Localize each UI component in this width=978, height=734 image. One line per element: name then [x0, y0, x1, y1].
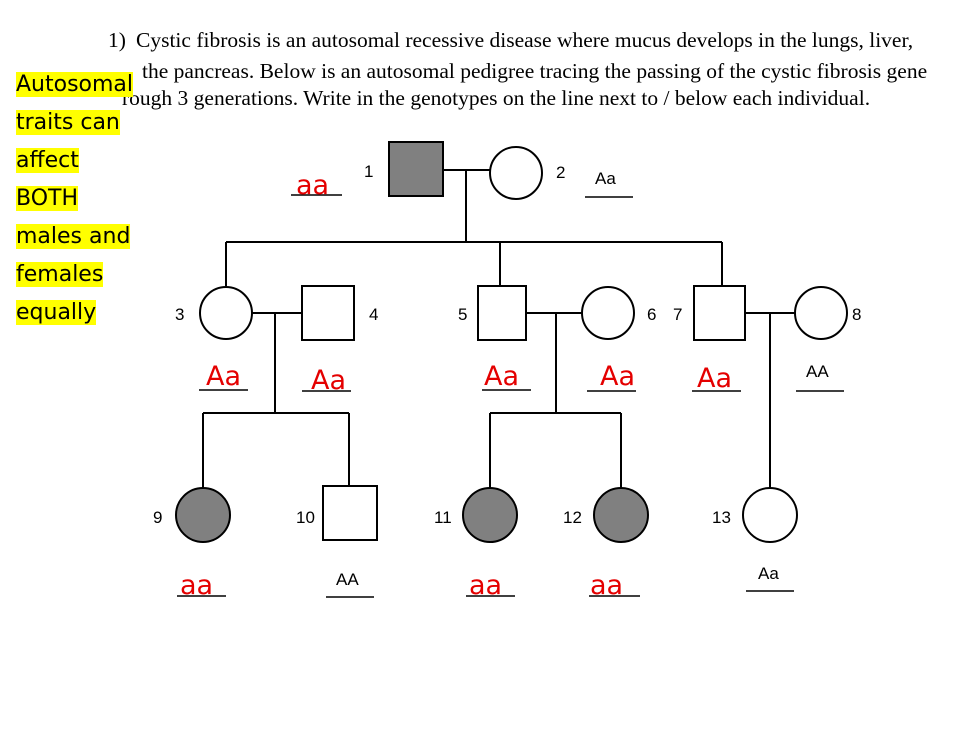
individual-7-male [693, 285, 746, 341]
label-7: 7 [673, 305, 682, 324]
note-line: equally [16, 300, 97, 325]
individual-9-female-affected [175, 487, 231, 543]
genotype-9: aa [180, 570, 213, 601]
genotype-8: AA [806, 362, 829, 381]
genotype-5: Aa [484, 361, 519, 392]
individual-6-female [581, 286, 635, 340]
genotype-13: Aa [758, 564, 779, 583]
genotype-6: Aa [600, 361, 635, 392]
individual-10-male [322, 485, 378, 541]
label-1: 1 [364, 162, 373, 181]
label-8: 8 [852, 305, 861, 324]
label-11: 11 [434, 508, 452, 527]
individual-3-female [199, 286, 253, 340]
genotype-10: AA [336, 570, 359, 589]
label-6: 6 [647, 305, 656, 324]
genotype-7: Aa [697, 363, 732, 394]
individual-12-female-affected [593, 487, 649, 543]
individual-2-female [489, 146, 543, 200]
genotype-11: aa [469, 570, 502, 601]
label-9: 9 [153, 508, 162, 527]
individual-11-female-affected [462, 487, 518, 543]
question-line-3: rough 3 generations. Write in the genoty… [122, 86, 871, 110]
label-10: 10 [296, 508, 315, 527]
label-4: 4 [369, 305, 378, 324]
genotype-4: Aa [311, 365, 346, 396]
note-line: Autosomal [16, 72, 134, 97]
label-3: 3 [175, 305, 184, 324]
highlight-note: Autosomal traits can affect BOTH males a… [16, 66, 140, 332]
individual-5-male [477, 285, 527, 341]
individual-8-female [794, 286, 848, 340]
individual-1-male-affected [388, 141, 444, 197]
genotype-1: aa [296, 170, 329, 201]
individual-4-male [301, 285, 355, 341]
genotype-12: aa [590, 570, 623, 601]
question-number: 1) [108, 28, 126, 52]
label-5: 5 [458, 305, 467, 324]
note-line: males and [16, 224, 131, 249]
question-line-2: the pancreas. Below is an autosomal pedi… [142, 59, 928, 83]
label-12: 12 [563, 508, 582, 527]
label-13: 13 [712, 508, 731, 527]
question-line-1: Cystic fibrosis is an autosomal recessiv… [136, 28, 914, 52]
pedigree-lines [202, 169, 795, 488]
note-line: females [16, 262, 104, 287]
genotype-3: Aa [206, 361, 241, 392]
label-2: 2 [556, 163, 565, 182]
genotype-2: Aa [595, 169, 616, 188]
note-line: traits can [16, 110, 120, 135]
individual-13-female [742, 487, 798, 543]
